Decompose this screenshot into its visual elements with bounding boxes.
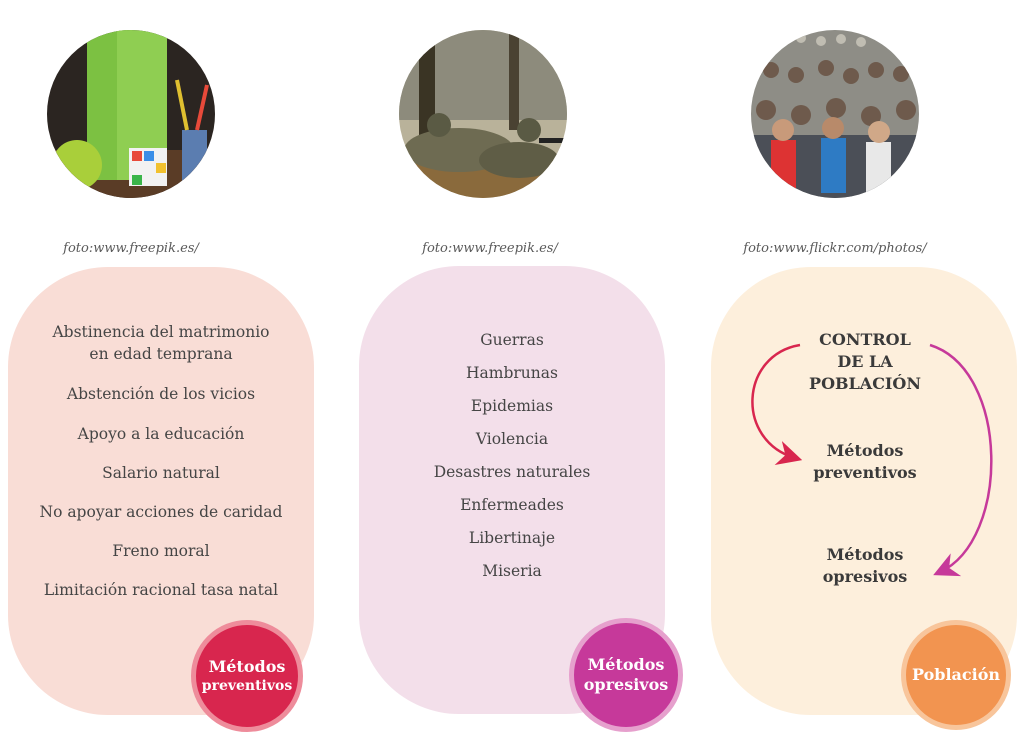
preventive-methods-badge: Métodos preventivos <box>191 620 303 732</box>
list-item: Libertinaje <box>468 529 556 547</box>
school-supplies-photo <box>47 30 215 198</box>
list-item: Desastres naturales <box>433 463 591 481</box>
list-item: Violencia <box>475 430 549 448</box>
badge-line-2: preventivos <box>201 678 293 694</box>
photo-credit-2: foto:www.freepik.es/ <box>422 241 558 256</box>
flow-preventive-label: Métodos preventivos <box>813 441 917 482</box>
flow-oppressive-label: Métodos opresivos <box>822 545 908 586</box>
list-item: Abstención de los vicios <box>66 385 256 403</box>
list-item: Salario natural <box>102 464 220 482</box>
oppressive-methods-badge: Métodos opresivos <box>569 618 683 732</box>
badge-line-1: Métodos <box>587 655 665 674</box>
list-item: Enfermeades <box>460 496 564 514</box>
list-item: Abstinencia del matrimonio en edad tempr… <box>52 323 270 363</box>
badge-line-1: Métodos <box>208 657 286 676</box>
population-badge: Población <box>901 620 1011 730</box>
badge-line-2: opresivos <box>583 675 669 694</box>
list-item: Freno moral <box>112 542 210 560</box>
list-item: No apoyar acciones de caridad <box>39 503 283 521</box>
list-item: Guerras <box>480 331 544 349</box>
list-item: Apoyo a la educación <box>77 425 245 443</box>
photo-credit-1: foto:www.freepik.es/ <box>63 241 199 256</box>
soldiers-photo <box>399 30 567 198</box>
list-item: Miseria <box>482 562 542 580</box>
population-control-label: CONTROL DE LA POBLACIÓN <box>809 330 921 393</box>
list-item: Hambrunas <box>466 364 558 382</box>
photo-credit-3: foto:www.flickr.com/photos/ <box>743 241 927 256</box>
list-item: Epidemias <box>470 397 554 415</box>
crowd-photo <box>751 30 919 198</box>
preventive-methods-list: Abstinencia del matrimonio en edad tempr… <box>8 321 314 600</box>
oppressive-methods-list: Guerras Hambrunas Epidemias Violencia De… <box>359 331 665 581</box>
list-item: Limitación racional tasa natal <box>43 581 279 599</box>
badge-label: Población <box>911 665 1001 684</box>
